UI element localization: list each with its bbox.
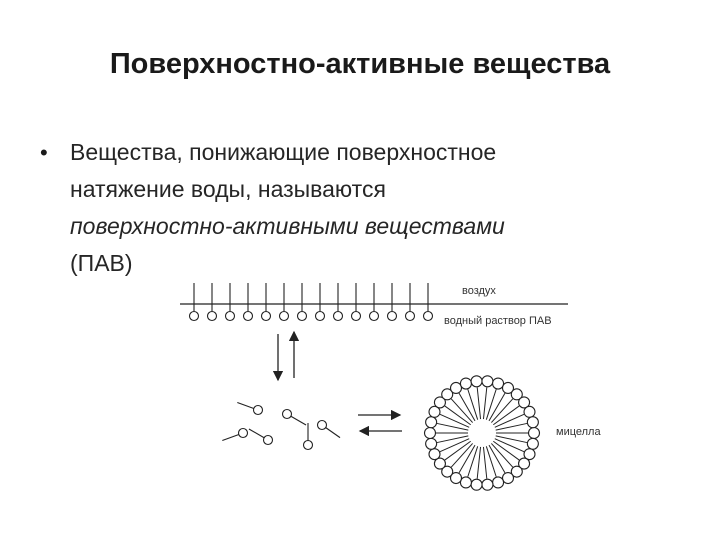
surface-molecule — [298, 283, 307, 321]
molecule-head — [482, 479, 493, 490]
molecule-head — [334, 312, 343, 321]
micelle-molecule — [482, 447, 493, 490]
molecule-head — [460, 477, 471, 488]
label-micelle: мицелла — [556, 426, 601, 438]
molecule-head — [190, 312, 199, 321]
label-air: воздух — [462, 285, 496, 297]
surface-molecule — [424, 283, 433, 321]
molecule-head — [527, 438, 538, 449]
molecule-tail — [486, 446, 496, 476]
micelle-molecule — [425, 428, 469, 439]
molecule-tail — [468, 446, 478, 476]
molecule-head — [451, 382, 462, 393]
surface-molecule — [226, 283, 235, 321]
micelle-molecule — [471, 376, 482, 419]
surface-molecule-layer — [190, 283, 433, 321]
molecule-head — [425, 428, 436, 439]
molecule-head — [280, 312, 289, 321]
molecule-head — [493, 477, 504, 488]
free-molecule — [237, 402, 262, 414]
free-molecule — [283, 410, 307, 426]
free-molecules-group — [222, 402, 340, 449]
molecule-head — [524, 406, 535, 417]
molecule-tail — [477, 387, 480, 419]
molecule-head — [352, 312, 361, 321]
surface-molecule — [370, 283, 379, 321]
molecule-head — [471, 376, 482, 387]
surface-molecule — [388, 283, 397, 321]
molecule-tail — [486, 389, 496, 419]
molecule-head — [426, 438, 437, 449]
surface-molecule — [262, 283, 271, 321]
micelle-molecule — [482, 376, 493, 419]
molecule-tail — [483, 387, 486, 419]
molecule-head — [244, 312, 253, 321]
molecule-head — [298, 312, 307, 321]
free-molecule — [222, 429, 247, 441]
molecule-head — [482, 376, 493, 387]
molecule-tail — [468, 389, 478, 419]
molecule-head — [318, 421, 327, 430]
molecule-head — [426, 417, 437, 428]
molecule-head — [493, 378, 504, 389]
surface-molecule — [280, 283, 289, 321]
molecule-head — [460, 378, 471, 389]
molecule-head — [527, 417, 538, 428]
free-molecule — [318, 421, 341, 438]
molecule-head — [208, 312, 217, 321]
surface-molecule — [208, 283, 217, 321]
molecule-head — [226, 312, 235, 321]
molecule-head — [503, 473, 514, 484]
surface-molecule — [406, 283, 415, 321]
surface-molecule — [244, 283, 253, 321]
molecule-head — [424, 312, 433, 321]
surface-molecule — [190, 283, 199, 321]
molecule-head — [316, 312, 325, 321]
micelle-molecule — [496, 428, 540, 439]
molecule-head — [370, 312, 379, 321]
micelle-molecule — [471, 447, 482, 490]
surface-molecule — [316, 283, 325, 321]
molecule-head — [283, 410, 292, 419]
molecule-tail — [477, 447, 480, 479]
free-molecule — [304, 423, 313, 450]
molecule-head — [406, 312, 415, 321]
molecule-head — [471, 479, 482, 490]
molecule-tail — [483, 447, 486, 479]
surface-molecule — [352, 283, 361, 321]
molecule-head — [254, 406, 263, 415]
molecule-head — [262, 312, 271, 321]
molecule-head — [529, 428, 540, 439]
free-molecule — [249, 429, 273, 445]
molecule-head — [264, 436, 273, 445]
molecule-head — [429, 449, 440, 460]
molecule-head — [304, 441, 313, 450]
molecule-head — [239, 429, 248, 438]
micelle-structure — [425, 376, 540, 490]
molecule-head — [388, 312, 397, 321]
surface-molecule — [334, 283, 343, 321]
label-solution: водный раствор ПАВ — [444, 315, 552, 327]
